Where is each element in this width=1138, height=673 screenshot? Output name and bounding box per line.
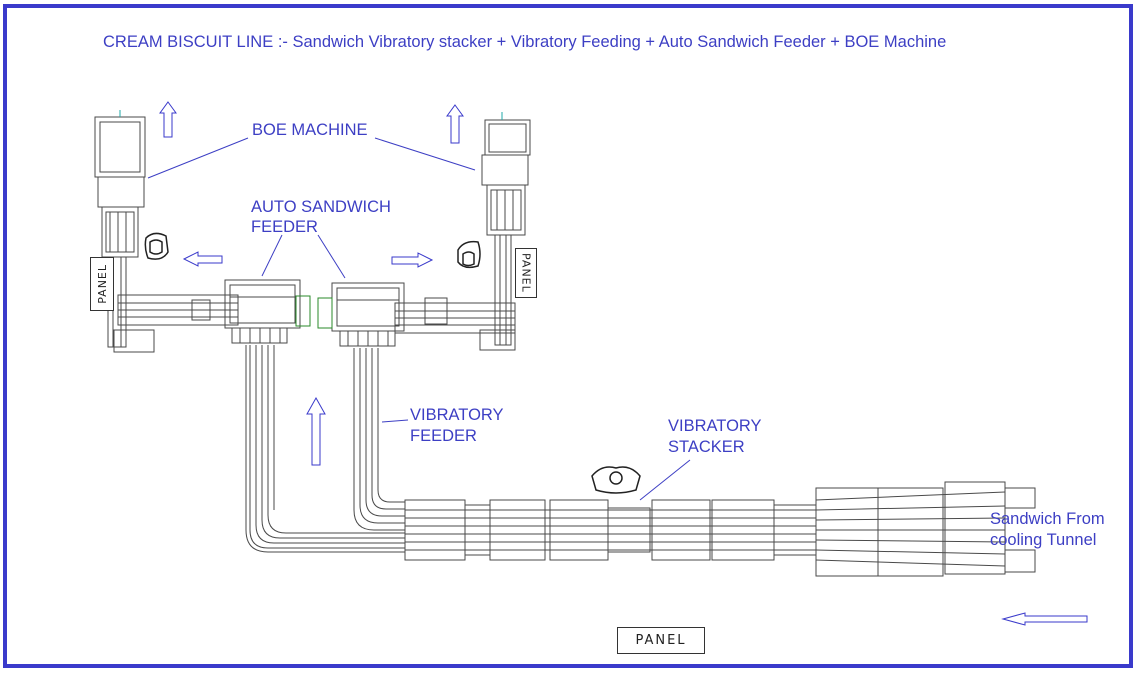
arrow-up-center-icon [306, 396, 326, 466]
panel-right: PANEL [515, 248, 537, 298]
leader-asf-left [261, 234, 283, 277]
feeder-bed-left [117, 294, 239, 326]
label-auto-sandwich-feeder-2: FEEDER [251, 218, 318, 236]
auto-sandwich-feeder-left [224, 279, 311, 344]
label-vibratory-feeder-1: VIBRATORY [410, 406, 504, 424]
panel-bottom: PANEL [617, 627, 705, 654]
label-vibratory-stacker-2: STACKER [668, 438, 745, 456]
auto-sandwich-feeder-right [317, 282, 405, 347]
leader-vibratory-stacker [639, 459, 691, 501]
panel-left: PANEL [90, 257, 114, 311]
feeder-bed-right [394, 297, 516, 334]
arrow-left-icon [182, 251, 223, 267]
panel-left-label: PANEL [95, 264, 109, 304]
vibratory-feeder-left [245, 345, 405, 553]
leader-vibratory-feeder [381, 419, 409, 423]
leader-boe-left [147, 137, 249, 179]
label-auto-sandwich-feeder-1: AUTO SANDWICH [251, 198, 391, 216]
vibratory-feeder-right [353, 348, 405, 531]
arrow-right-icon [391, 252, 434, 268]
arrow-left-bottom-icon [1001, 612, 1088, 626]
arrow-up-right-icon [446, 104, 464, 144]
vibratory-stacker [404, 499, 817, 561]
boe-machine-right [479, 112, 531, 351]
operator-center [591, 466, 641, 494]
drawing-frame [3, 4, 1133, 668]
label-sandwich-from-2: cooling Tunnel [990, 531, 1097, 549]
leader-asf-right [317, 234, 346, 279]
arrow-up-left-icon [159, 101, 177, 138]
infeed-conveyor [815, 481, 1036, 577]
label-sandwich-from-1: Sandwich From [990, 510, 1105, 528]
label-vibratory-stacker-1: VIBRATORY [668, 417, 762, 435]
panel-right-label: PANEL [519, 253, 533, 293]
panel-bottom-label: PANEL [635, 633, 687, 648]
label-vibratory-feeder-2: FEEDER [410, 427, 477, 445]
label-boe-machine: BOE MACHINE [252, 121, 368, 139]
leader-boe-right [374, 137, 476, 171]
diagram-title: CREAM BISCUIT LINE :- Sandwich Vibratory… [103, 33, 947, 51]
operator-left [144, 232, 169, 260]
operator-right [457, 240, 481, 269]
